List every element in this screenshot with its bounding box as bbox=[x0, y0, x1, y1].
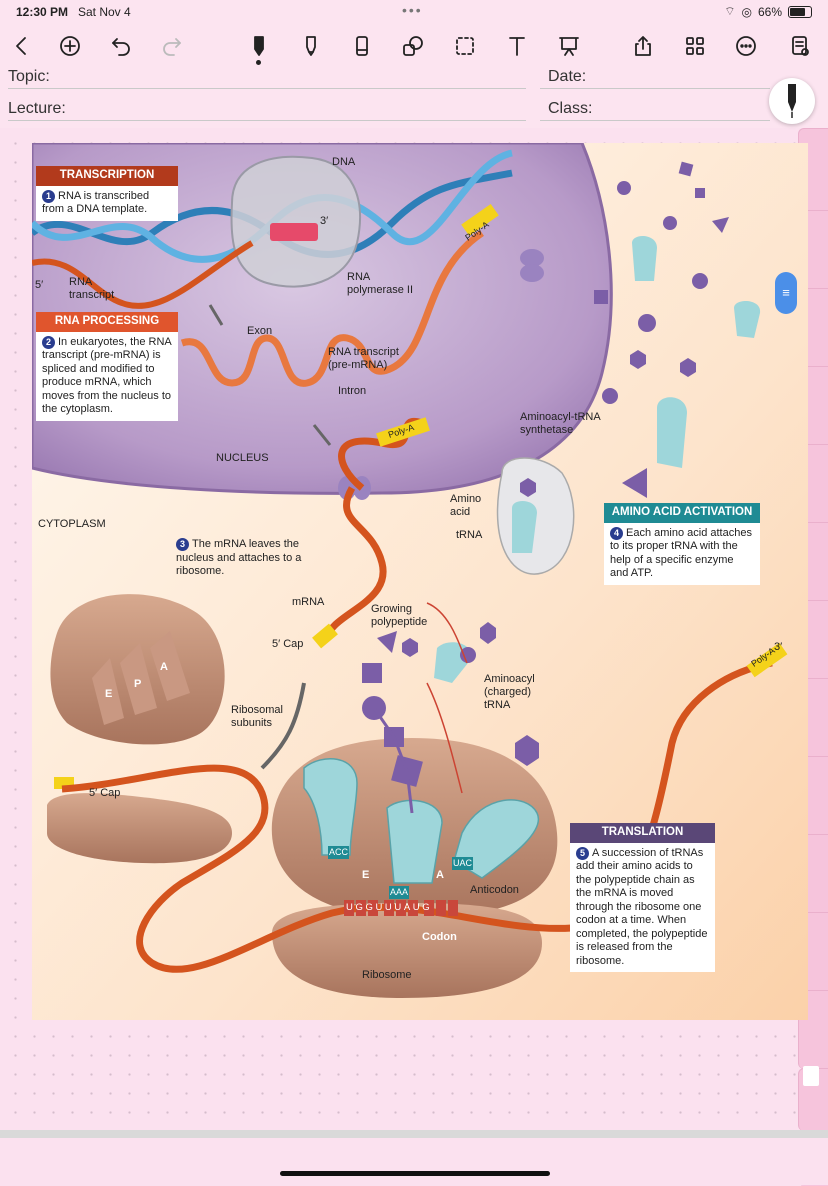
mrna-sequence: UGGUUUAUG bbox=[346, 902, 433, 913]
label-intron: Intron bbox=[338, 385, 367, 397]
label-codon: Codon bbox=[422, 931, 457, 943]
ribosome-site-a: A bbox=[436, 869, 444, 881]
ribosome-site-e: E bbox=[362, 869, 370, 881]
anticodon-1: ACC bbox=[328, 846, 350, 859]
status-date: Sat Nov 4 bbox=[78, 5, 131, 19]
date-line bbox=[540, 88, 770, 89]
redo-icon[interactable] bbox=[158, 32, 186, 60]
page-document-icon[interactable] bbox=[803, 1066, 819, 1086]
multitasking-dots-icon[interactable]: ••• bbox=[402, 2, 423, 18]
back-chevron-icon[interactable] bbox=[8, 32, 36, 60]
text-icon[interactable] bbox=[503, 32, 531, 60]
label-exon: Exon bbox=[247, 325, 273, 337]
grid-icon[interactable] bbox=[681, 32, 709, 60]
site-e-label: E bbox=[105, 688, 113, 700]
note-header: Topic: Date: Lecture: Class: bbox=[0, 68, 828, 128]
orientation-lock-icon: ◎ bbox=[741, 4, 752, 19]
translation-text: A succession of tRNAs add their amino ac… bbox=[576, 846, 708, 967]
undo-icon[interactable] bbox=[107, 32, 135, 60]
translation-number: 5 bbox=[576, 846, 589, 860]
menu-lines-icon: ≡ bbox=[782, 285, 790, 300]
label-aminoacyl-trna: Aminoacyl (charged) tRNA bbox=[484, 673, 535, 711]
label-trna: tRNA bbox=[456, 529, 483, 541]
status-time: 12:30 PM bbox=[16, 5, 69, 19]
label-3prime-right: 3′ bbox=[774, 641, 783, 653]
translation-title: TRANSLATION bbox=[570, 823, 715, 843]
lasso-icon[interactable] bbox=[451, 32, 479, 60]
more-icon[interactable] bbox=[732, 32, 760, 60]
protein-synthesis-figure[interactable]: DNA 3′ 5′ RNA transcript RNA polymerase … bbox=[32, 143, 808, 1020]
floating-pen-button[interactable] bbox=[769, 78, 815, 124]
date-label: Date: bbox=[548, 68, 587, 85]
activation-title: AMINO ACID ACTIVATION bbox=[604, 503, 760, 523]
side-menu-handle[interactable]: ≡ bbox=[775, 272, 797, 314]
label-cytoplasm: CYTOPLASM bbox=[38, 518, 106, 530]
processing-text: In eukaryotes, the RNA transcript (pre-m… bbox=[42, 335, 172, 416]
anticodon-2: AAA bbox=[389, 886, 410, 899]
class-label: Class: bbox=[548, 100, 593, 117]
label-3prime: 3′ bbox=[320, 215, 329, 227]
label-anticodon: Anticodon bbox=[470, 884, 519, 896]
activation-text: Each amino acid attaches to its proper t… bbox=[610, 526, 752, 580]
label-5cap: 5′ Cap bbox=[272, 638, 304, 650]
topic-line bbox=[8, 88, 526, 89]
pen-icon bbox=[788, 84, 796, 118]
step3-text: The mRNA leaves the nucleus and attaches… bbox=[176, 538, 302, 577]
status-bar: 12:30 PM Sat Nov 4 ••• ⌔ ◎ 66% bbox=[0, 0, 828, 24]
label-5prime: 5′ bbox=[35, 279, 44, 291]
label-amino-acid: Amino acid bbox=[450, 493, 482, 518]
lecture-line bbox=[8, 120, 526, 121]
transcription-number: 1 bbox=[42, 189, 55, 203]
label-ribosome: Ribosome bbox=[362, 969, 412, 981]
label-ribosomal-subunits: Ribosomal subunits bbox=[231, 704, 283, 729]
label-rna-transcript: RNA transcript bbox=[69, 276, 115, 301]
battery-icon bbox=[788, 5, 812, 18]
home-indicator[interactable] bbox=[280, 1171, 550, 1176]
activation-number: 4 bbox=[610, 526, 623, 540]
label-mrna: mRNA bbox=[292, 596, 325, 608]
label-synthetase: Aminoacyl-tRNA synthetase bbox=[520, 411, 601, 436]
class-line bbox=[540, 120, 770, 121]
lecture-label: Lecture: bbox=[8, 100, 66, 117]
presentation-icon[interactable] bbox=[555, 32, 583, 60]
site-p-label: P bbox=[134, 678, 142, 690]
battery-percent: 66% bbox=[757, 4, 782, 19]
label-dna: DNA bbox=[332, 156, 356, 168]
pen-icon[interactable] bbox=[245, 32, 273, 60]
shapes-icon[interactable] bbox=[399, 32, 427, 60]
anticodon-3: UAC bbox=[452, 857, 474, 870]
label-5cap-2: 5′ Cap bbox=[89, 787, 121, 799]
notes-icon[interactable] bbox=[786, 32, 814, 60]
label-rna-transcript-pre: RNA transcript (pre-mRNA) bbox=[328, 346, 399, 371]
eraser-icon[interactable] bbox=[348, 32, 376, 60]
step3-number: 3 bbox=[176, 538, 189, 551]
status-right: ⌔ ◎ 66% bbox=[724, 4, 812, 19]
transcription-text: RNA is transcribed from a DNA template. bbox=[42, 189, 150, 216]
processing-title: RNA PROCESSING bbox=[36, 312, 178, 332]
add-icon[interactable] bbox=[56, 32, 84, 60]
active-tool-indicator bbox=[256, 60, 261, 65]
label-nucleus: NUCLEUS bbox=[216, 452, 269, 464]
label-growing-polypeptide: Growing polypeptide bbox=[371, 603, 428, 628]
transcription-title: TRANSCRIPTION bbox=[36, 166, 178, 186]
label-rna-polymerase: RNA polymerase II bbox=[347, 271, 414, 296]
wifi-icon: ⌔ bbox=[724, 4, 736, 18]
toolbar bbox=[0, 24, 828, 68]
bottom-bar bbox=[0, 1130, 828, 1185]
site-a-label: A bbox=[160, 661, 168, 673]
processing-number: 2 bbox=[42, 335, 55, 349]
share-icon[interactable] bbox=[629, 32, 657, 60]
highlighter-icon[interactable] bbox=[297, 32, 325, 60]
topic-label: Topic: bbox=[8, 68, 50, 85]
